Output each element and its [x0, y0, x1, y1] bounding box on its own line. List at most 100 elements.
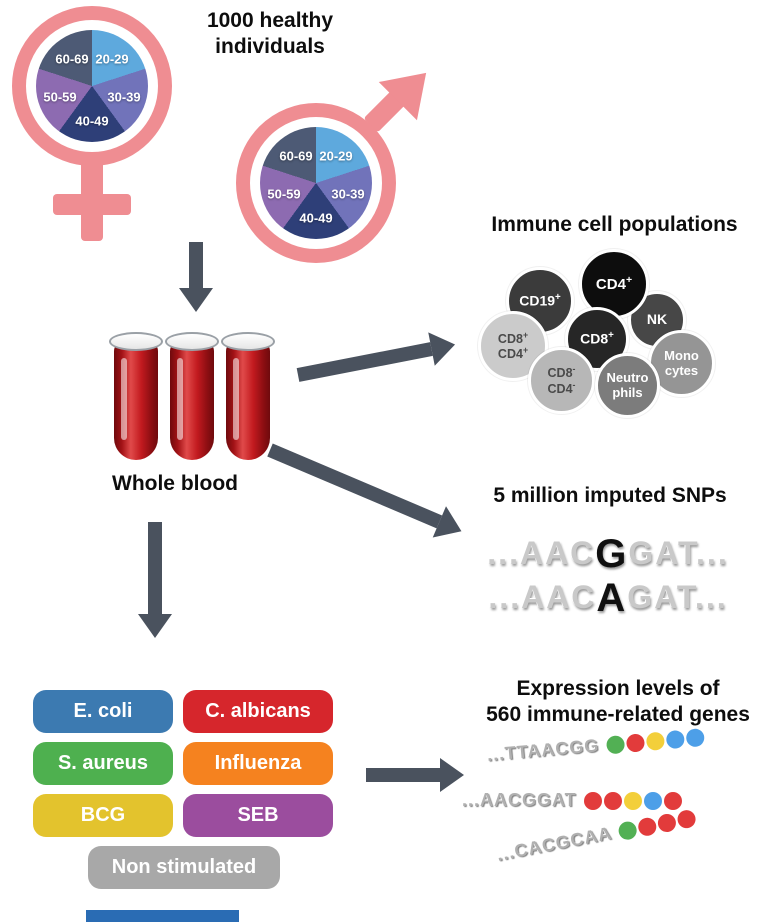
gene-expression-row: ...AACGGAT — [462, 790, 682, 811]
expression-dot — [583, 791, 602, 810]
variant-allele: A — [596, 576, 628, 620]
gene-sequence: ...AACGGAT — [462, 790, 577, 810]
stimulus-s-aureus: S. aureus — [33, 742, 173, 785]
cell-label-superscript: - — [572, 379, 576, 390]
stimulus-label: BCG — [80, 804, 126, 826]
cell-label: CD4+ — [595, 273, 633, 294]
cell-label-line: Mono — [664, 347, 699, 363]
arrow-cohort-to-blood — [179, 242, 213, 312]
expression-dot — [603, 791, 622, 810]
expression-dot — [636, 815, 658, 837]
expression-dot — [675, 808, 698, 830]
immune-cell-cluster: CD19+ NK CD4+ CD8+ CD4+ CD8+ Mon — [470, 240, 770, 435]
stimulus-bcg: BCG — [33, 794, 173, 837]
stimulus-label: Influenza — [214, 752, 302, 774]
cell-label: CD8+ — [580, 330, 614, 347]
whole-blood-label: Whole blood — [112, 472, 238, 495]
female-symbol-circle: 20-29 30-39 40-49 50-59 60-69 — [12, 6, 172, 166]
cell-label: CD19+ — [519, 292, 561, 309]
expression-dot — [645, 731, 665, 751]
age-label-20-29: 20-29 — [319, 148, 353, 164]
age-label-50-59: 50-59 — [43, 89, 77, 105]
snp-sequence-reference: ...AACGGAT... — [448, 532, 768, 577]
test-tube — [165, 332, 219, 460]
age-label-50-59: 50-59 — [267, 186, 301, 202]
snps-title: 5 million imputed SNPs — [493, 484, 727, 507]
expression-dot — [665, 729, 685, 749]
footer-bar — [86, 910, 239, 922]
stimulus-label: S. aureus — [57, 752, 149, 774]
cell-cd8-cd4-double-negative: CD8- CD4- — [528, 347, 595, 414]
arrow-blood-to-immune-cells — [295, 327, 459, 392]
test-tube — [109, 332, 163, 460]
arrow-blood-to-snps — [263, 434, 469, 547]
stimulus-influenza: Influenza — [183, 742, 333, 785]
cell-label-line: CD8- — [547, 364, 576, 381]
arrow-shaft — [296, 342, 433, 382]
female-age-pie-chart: 20-29 30-39 40-49 50-59 60-69 — [36, 30, 148, 142]
female-symbol-crossbar — [53, 194, 131, 215]
expression-dot — [685, 727, 705, 748]
age-label-40-49: 40-49 — [75, 113, 109, 129]
cell-label-text: NK — [646, 311, 668, 328]
cell-label-line: CD4+ — [498, 345, 529, 361]
variant-allele: G — [595, 532, 629, 576]
stimuli-group: E. coli C. albicans S. aureus Influenza … — [33, 690, 335, 890]
arrow-blood-to-stimuli — [138, 522, 172, 638]
cell-label-line: phils — [612, 384, 643, 400]
cell-label-superscript: + — [625, 273, 633, 286]
cell-neutrophils: Neutro phils — [595, 353, 660, 418]
expression-dot — [663, 791, 682, 810]
expression-dot — [605, 734, 625, 755]
age-label-60-69: 60-69 — [55, 51, 89, 67]
male-age-pie-chart: 20-29 30-39 40-49 50-59 60-69 — [260, 127, 372, 239]
cell-label-text: CD8 — [547, 366, 573, 381]
stimulus-seb: SEB — [183, 794, 333, 837]
immune-populations-title: Immune cell populations — [491, 213, 738, 236]
age-label-30-39: 30-39 — [107, 89, 141, 105]
stimulus-label: SEB — [237, 804, 279, 826]
cell-label-text: CD8 — [580, 330, 609, 347]
stimulus-e-coli: E. coli — [33, 690, 173, 733]
arrow-head — [440, 758, 464, 792]
snp-sequence-alternate: ...AACAGAT... — [448, 576, 768, 621]
cell-label-text: CD8 — [497, 332, 523, 346]
cell-label: Mono cytes — [664, 347, 699, 378]
age-label-20-29: 20-29 — [95, 51, 129, 67]
male-symbol-circle: 20-29 30-39 40-49 50-59 60-69 — [236, 103, 396, 263]
cell-label-text: CD19 — [519, 292, 556, 309]
cell-label: CD8+ CD4+ — [497, 329, 529, 361]
cell-label-superscript: + — [522, 345, 529, 355]
cell-label-line: CD8+ — [497, 329, 529, 346]
gene-sequence: ...TTAACGG — [486, 735, 601, 765]
cell-label-superscript: + — [522, 329, 529, 340]
cell-label: NK — [646, 311, 668, 328]
arrow-shaft — [189, 242, 203, 288]
arrow-shaft — [267, 443, 443, 529]
arrow-shaft — [148, 522, 162, 614]
sequence-prefix: ...AAC — [487, 535, 596, 571]
stimulus-label: Non stimulated — [111, 856, 257, 878]
arrow-head — [138, 614, 172, 638]
cell-label-superscript: - — [572, 364, 576, 375]
arrow-stimuli-to-expression — [366, 758, 464, 792]
cell-label: Neutro phils — [607, 370, 649, 400]
arrow-head — [428, 327, 459, 366]
gene-expression-row: ...TTAACGG — [486, 726, 705, 766]
stimulus-label: E. coli — [73, 700, 133, 722]
stimulus-c-albicans: C. albicans — [183, 690, 333, 733]
expression-dot — [643, 791, 662, 810]
female-symbol: 20-29 30-39 40-49 50-59 60-69 — [12, 6, 172, 242]
age-label-40-49: 40-49 — [299, 210, 333, 226]
cell-label-text: CD4 — [595, 275, 626, 293]
stimulus-non-stimulated: Non stimulated — [88, 846, 280, 889]
test-tube — [221, 332, 275, 460]
gene-expression-row: ...CACGCAA — [495, 807, 698, 866]
cell-label-text: CD4 — [547, 381, 573, 396]
age-label-60-69: 60-69 — [279, 148, 313, 164]
cell-label: CD8- CD4- — [547, 364, 576, 396]
cohort-title: 1000 healthy individuals — [206, 9, 334, 59]
expression-dot — [625, 732, 645, 753]
sequence-suffix: GAT... — [628, 535, 729, 571]
